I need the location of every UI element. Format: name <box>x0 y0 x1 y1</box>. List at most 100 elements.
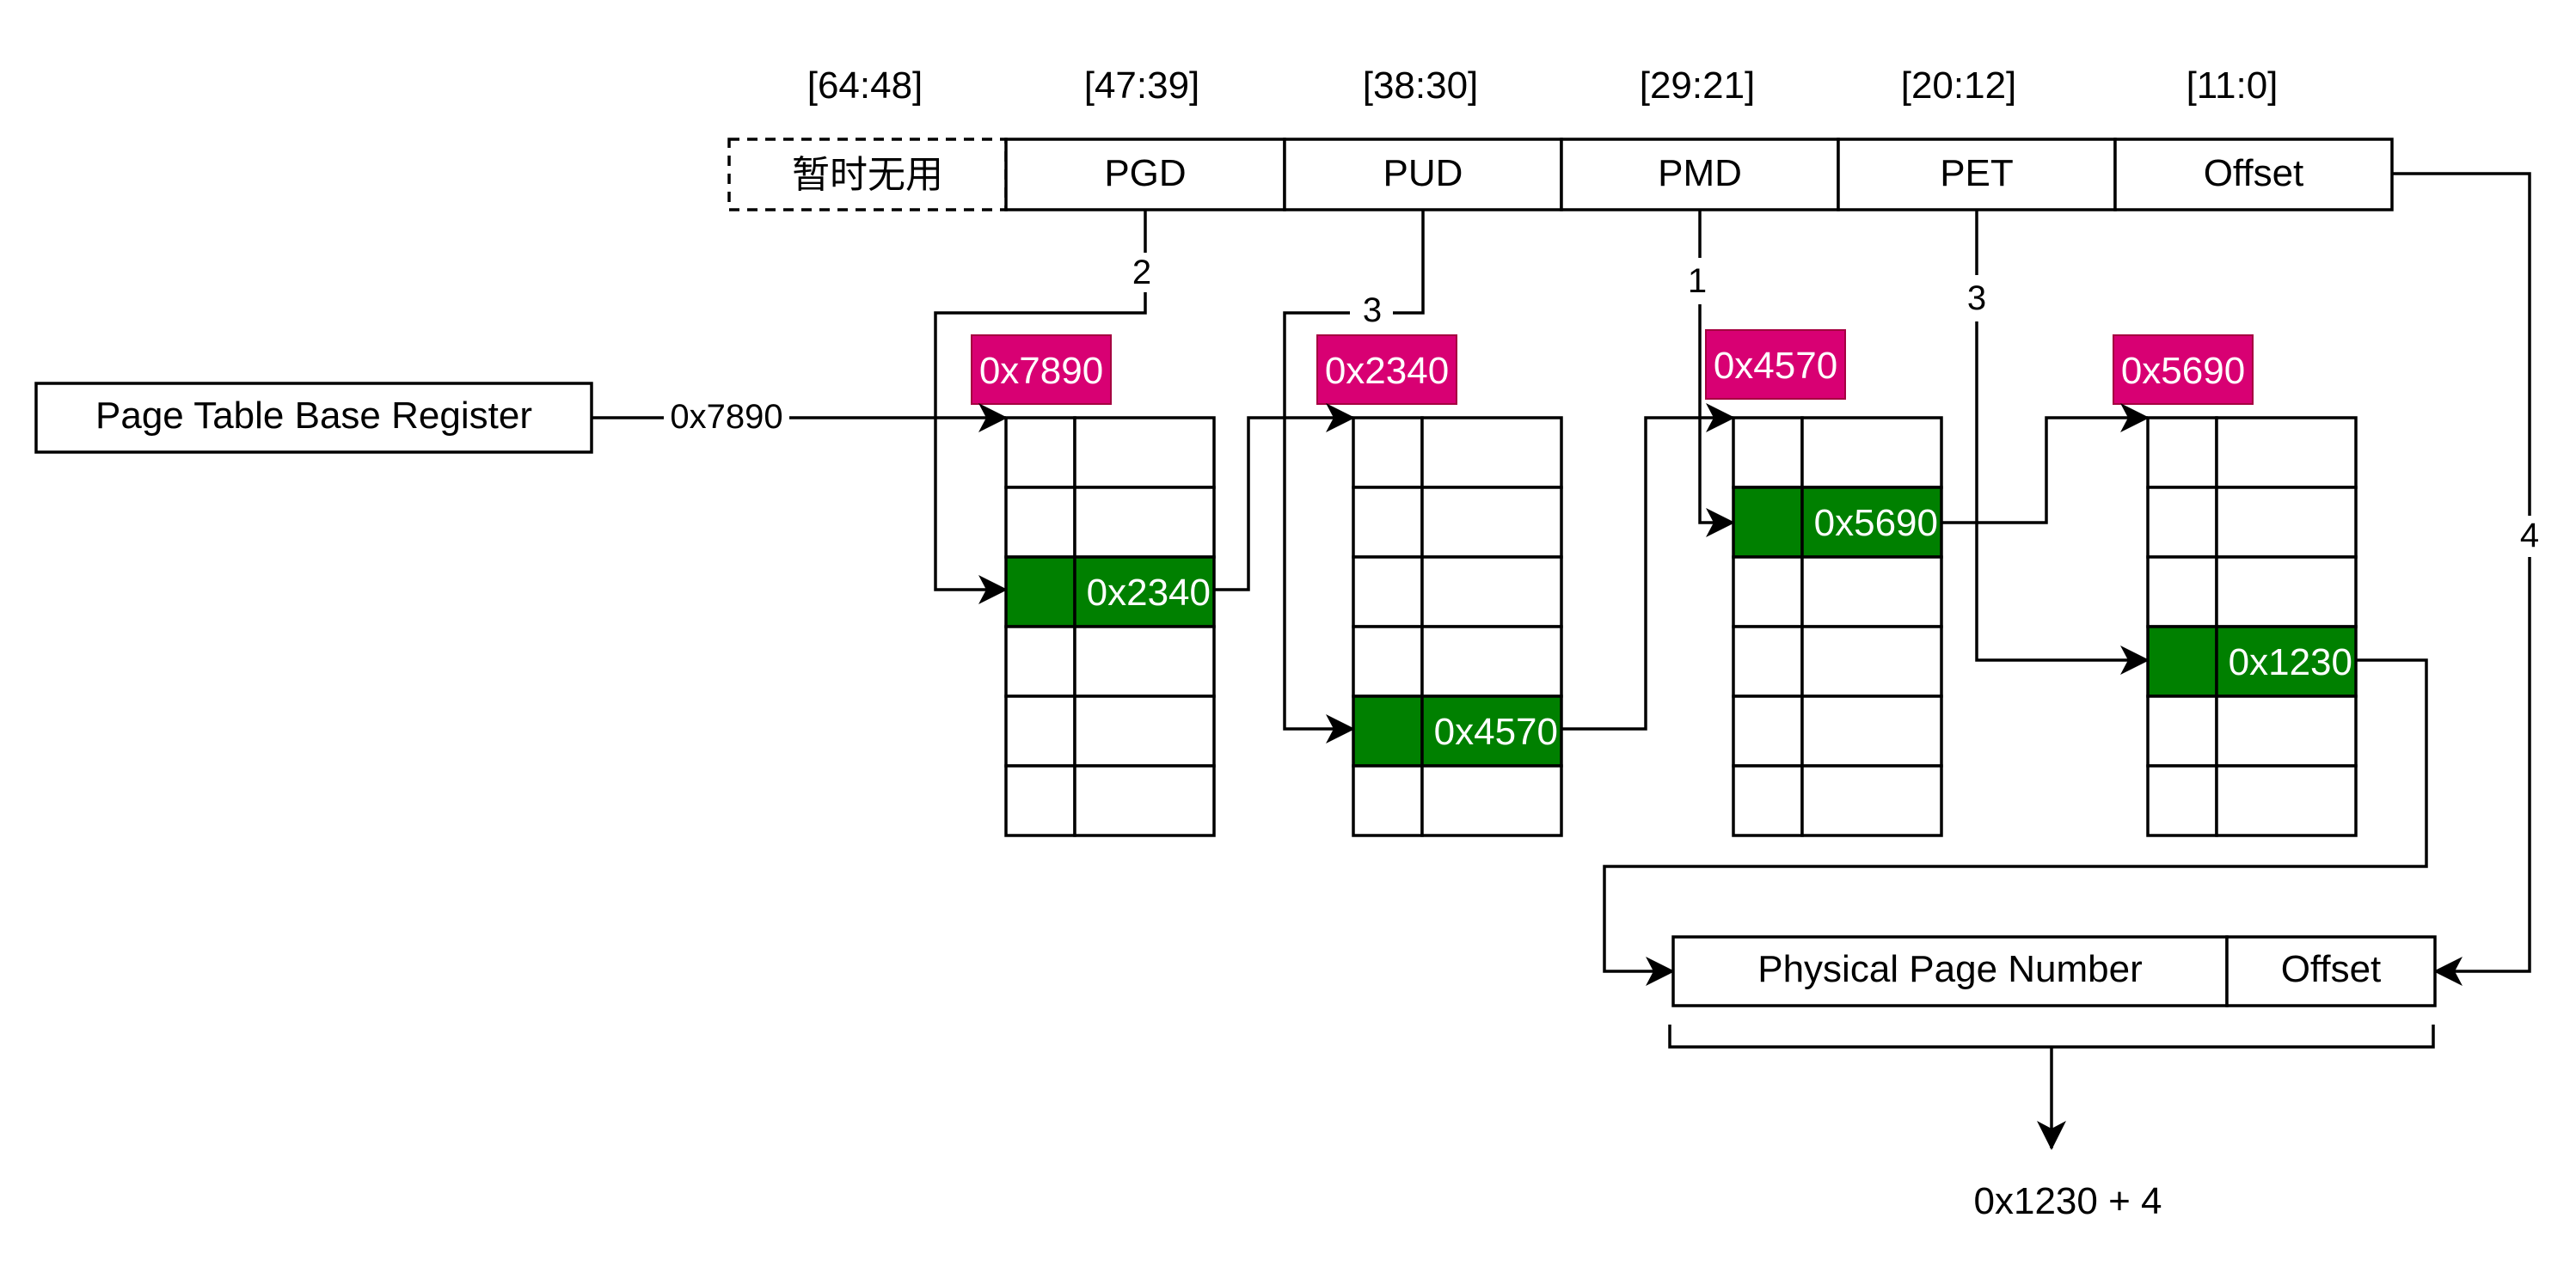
bit-range-label: [11:0] <box>2187 64 2279 107</box>
table-entry-value-cell <box>1073 416 1216 489</box>
table1-entry-arrow <box>1214 403 1355 591</box>
table-entry-index-cell <box>1732 695 1804 768</box>
table-entry-index-cell <box>1004 625 1076 698</box>
pmd-index-arrow <box>1698 210 1733 523</box>
table-entry-index-cell <box>1004 486 1076 559</box>
offset-index-arrow <box>2392 172 2531 971</box>
table-base-tag <box>1316 334 1457 405</box>
bit-range-label: [20:12] <box>1901 64 2017 107</box>
table-entry-index-cell <box>1352 555 1424 628</box>
table-entry-value: 0x2340 <box>1087 572 1211 614</box>
table-entry-index-cell-highlighted <box>2146 625 2218 698</box>
table-entry-index-cell <box>2146 764 2218 837</box>
bit-range-label: [64:48] <box>807 64 923 107</box>
pet-field-label: PET <box>1940 152 2014 194</box>
table-entry-index-cell <box>1004 695 1076 768</box>
table-entry-index-cell <box>2146 555 2218 628</box>
table-entry-value-cell <box>1420 555 1563 628</box>
page-table: 0x4570 0x5690 <box>1705 329 1943 837</box>
table-entry-index-cell <box>1732 625 1804 698</box>
physical-page-number-label: Physical Page Number <box>1757 948 2143 990</box>
table-entry-index-cell-highlighted <box>1004 555 1076 628</box>
table-entry-value-cell <box>1073 764 1216 837</box>
table-entry-value-cell <box>1800 416 1943 489</box>
table-entry-value-cell <box>2215 764 2358 837</box>
table-entry-index-cell-highlighted <box>1352 695 1424 768</box>
bit-range-label: [38:30] <box>1363 64 1479 107</box>
table-entry-value: 0x4570 <box>1434 711 1558 753</box>
table-entry-index-cell <box>1732 555 1804 628</box>
table-entry-index-cell <box>1004 416 1076 489</box>
table-entry-index-cell <box>1352 764 1424 837</box>
page-tables: 0x78900x23400x23400x45700x45700x56900x56… <box>971 329 2358 837</box>
physical-page-number-box <box>1671 935 2229 1007</box>
table-entry-value-cell <box>2215 695 2358 768</box>
table-entry-index-cell <box>1352 416 1424 489</box>
table-entry-value-cell-highlighted <box>1073 555 1216 628</box>
pmd-index-label: 1 <box>1688 262 1707 300</box>
table-entry-value-cell <box>1800 625 1943 698</box>
offset-index-label: 4 <box>2520 517 2539 554</box>
table4-entry-arrow <box>1603 658 2428 986</box>
table-entry-value-cell-highlighted <box>1800 486 1943 559</box>
table-entry-value-cell <box>1073 625 1216 698</box>
pmd-field-label: PMD <box>1658 152 1742 194</box>
pgd-index-arrow <box>934 210 1147 590</box>
table-entry-value-cell <box>1073 695 1216 768</box>
table-entry-value-cell <box>2215 416 2358 489</box>
table-entry-value-cell <box>2215 555 2358 628</box>
table-entry-index-cell <box>1352 486 1424 559</box>
table-base-tag-label: 0x2340 <box>1325 350 1449 392</box>
pud-field <box>1283 138 1563 211</box>
pgd-field <box>1004 138 1286 211</box>
pet-index-arrow <box>1975 210 2148 660</box>
pgd-index-label: 2 <box>1132 254 1151 291</box>
pud-field-label: PUD <box>1383 152 1463 194</box>
connectors <box>592 172 2531 986</box>
offset-field-label: Offset <box>2204 152 2304 194</box>
table-entry-value-cell <box>1420 625 1563 698</box>
table-entry-index-cell <box>2146 695 2218 768</box>
page-table: 0x2340 0x4570 <box>1316 334 1563 837</box>
table-base-tag-label: 0x5690 <box>2121 350 2245 392</box>
table-entry-value-cell <box>1420 486 1563 559</box>
page-table-base-register: Page Table Base Register <box>34 382 593 454</box>
pet-index-label: 3 <box>1967 279 1986 317</box>
table-entry-index-cell <box>1352 625 1424 698</box>
table-entry-value: 0x5690 <box>1814 502 1938 544</box>
pgd-field-label: PGD <box>1104 152 1186 194</box>
table-entry-value-cell <box>1420 764 1563 837</box>
unused-field <box>727 138 1008 211</box>
page-table: 0x5690 0x1230 <box>2113 334 2358 837</box>
physical-offset-box <box>2225 935 2437 1007</box>
physical-address: Physical Page Number Offset 0x1230 + 4 <box>1668 935 2437 1222</box>
table-entry-index-cell <box>1732 416 1804 489</box>
table2-entry-arrow <box>1561 403 1735 731</box>
address-bracket <box>1668 1025 2435 1049</box>
bit-range-labels: [64:48] [47:39] [38:30] [29:21] [20:12] … <box>807 64 2279 107</box>
table-base-tag <box>1705 329 1846 400</box>
table-entry-value-cell <box>1073 486 1216 559</box>
table-entry-index-cell-highlighted <box>1732 486 1804 559</box>
bit-range-label: [47:39] <box>1084 64 1200 107</box>
table-entry-value-cell <box>1800 695 1943 768</box>
pud-index-arrow <box>1283 210 1425 729</box>
table-entry-index-cell <box>1732 764 1804 837</box>
table-entry-index-cell <box>2146 416 2218 489</box>
pud-index-label: 3 <box>1363 291 1382 329</box>
index-labels: 2 3 1 3 4 0x7890 <box>670 254 2539 554</box>
table-base-tag-label: 0x7890 <box>979 350 1103 392</box>
result-label: 0x1230 + 4 <box>1974 1180 2162 1222</box>
page-table: 0x7890 0x2340 <box>971 334 1216 837</box>
virtual-address: 暂时无用 PGD PUD PMD PET Offset <box>727 138 2394 211</box>
table-entry-index-cell <box>2146 486 2218 559</box>
physical-offset-label: Offset <box>2281 948 2382 990</box>
table-entry-value: 0x1230 <box>2229 641 2352 683</box>
table-entry-value-cell <box>2215 486 2358 559</box>
table-base-tag <box>2113 334 2254 405</box>
table-entry-value-cell <box>1800 764 1943 837</box>
table-base-tag-label: 0x4570 <box>1714 345 1837 387</box>
unused-field-label: 暂时无用 <box>792 154 943 196</box>
register-label: Page Table Base Register <box>95 395 532 437</box>
